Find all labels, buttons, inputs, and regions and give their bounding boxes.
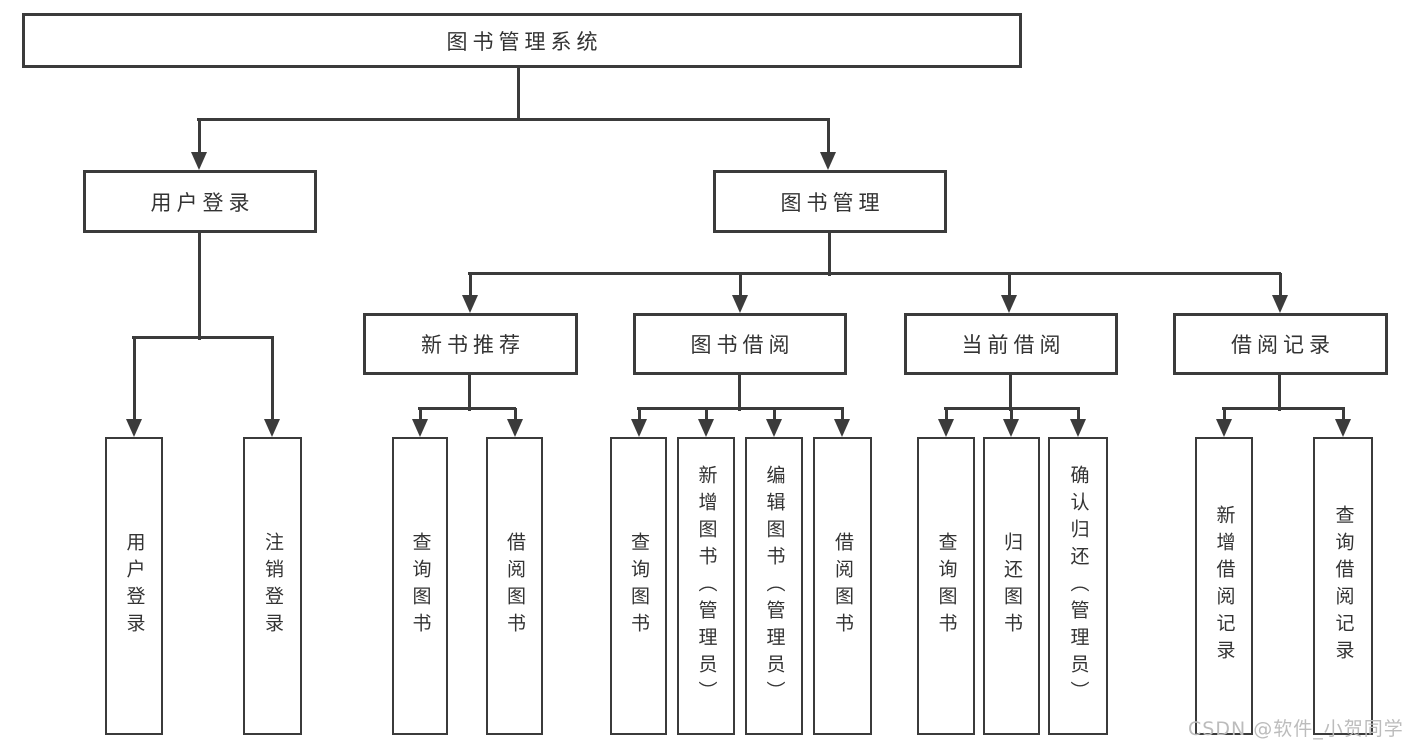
edge-arrow-stem (132, 337, 136, 423)
leaf-label: 借阅图书 (504, 532, 526, 640)
leaf-label: 查询图书 (935, 532, 958, 640)
edge-arrow-stem (197, 119, 201, 156)
edge-arrow-stem (1222, 408, 1226, 423)
edge-arrow-stem (1007, 273, 1011, 299)
node-label: 图书借阅 (690, 333, 795, 357)
edge-vertical-line (1277, 374, 1281, 411)
edge-arrow-stem (944, 408, 948, 423)
leaf-records-query-borrow-record: 查询借阅记录 (1313, 437, 1373, 735)
arrowhead-down-icon (1216, 419, 1232, 437)
leaf-current-query-books: 查询图书 (917, 437, 975, 735)
edge-arrow-stem (826, 119, 830, 156)
arrowhead-down-icon (1272, 295, 1288, 313)
node-label: 新书推荐 (421, 333, 525, 357)
leaf-label: 借阅图书 (832, 532, 854, 640)
leaf-recommend-query-books: 查询图书 (392, 437, 448, 735)
leaf-label: 新增图书（管理员） (695, 464, 718, 708)
node-borrowing-records: 借阅记录 (1173, 313, 1388, 375)
arrowhead-down-icon (264, 419, 280, 437)
node-book-management: 图书管理 (713, 170, 947, 233)
arrowhead-down-icon (698, 419, 714, 437)
edge-arrow-stem (738, 273, 742, 299)
edge-arrow-stem (1341, 408, 1345, 423)
leaf-borrowing-edit-books-admin: 编辑图书（管理员） (745, 437, 803, 735)
leaf-label: 查询借阅记录 (1332, 505, 1355, 667)
leaf-label: 编辑图书（管理员） (763, 464, 786, 708)
edge-arrow-stem (704, 408, 708, 423)
leaf-recommend-borrow-books: 借阅图书 (486, 437, 543, 735)
leaf-label: 归还图书 (1001, 532, 1023, 640)
node-label: 借阅记录 (1231, 333, 1335, 357)
leaf-logout: 注销登录 (243, 437, 302, 735)
arrowhead-down-icon (834, 419, 850, 437)
edge-arrow-stem (637, 408, 641, 423)
edge-vertical-line (737, 374, 741, 411)
arrowhead-down-icon (732, 295, 748, 313)
leaf-current-return-books: 归还图书 (983, 437, 1040, 735)
edge-arrow-stem (270, 337, 274, 423)
arrowhead-down-icon (462, 295, 478, 313)
leaf-user-login: 用户登录 (105, 437, 163, 735)
edge-vertical-line (197, 232, 201, 340)
edge-vertical-line (467, 374, 471, 411)
leaf-current-confirm-return-admin: 确认归还（管理员） (1048, 437, 1108, 735)
leaf-label: 确认归还（管理员） (1067, 464, 1090, 708)
arrowhead-down-icon (1003, 419, 1019, 437)
node-root-library-management-system: 图书管理系统 (22, 13, 1022, 68)
arrowhead-down-icon (191, 152, 207, 170)
leaf-label: 新增借阅记录 (1213, 505, 1236, 667)
node-label: 图书管理系统 (446, 29, 603, 54)
leaf-label: 查询图书 (628, 532, 650, 640)
edge-arrow-stem (1076, 408, 1080, 423)
node-label: 用户登录 (150, 190, 255, 215)
node-label: 图书管理 (780, 190, 885, 215)
arrowhead-down-icon (1070, 419, 1086, 437)
edge-vertical-line (827, 231, 831, 276)
leaf-label: 注销登录 (262, 532, 284, 640)
leaf-borrowing-query-books: 查询图书 (610, 437, 667, 735)
arrowhead-down-icon (1335, 419, 1351, 437)
node-book-borrowing: 图书借阅 (633, 313, 847, 375)
csdn-watermark: CSDN @软件_小贺同学 (1188, 718, 1404, 740)
edge-horizontal-line (197, 117, 830, 121)
arrowhead-down-icon (126, 419, 142, 437)
edge-horizontal-line (468, 271, 1281, 275)
arrowhead-down-icon (820, 152, 836, 170)
node-current-borrowing: 当前借阅 (904, 313, 1118, 375)
leaf-borrowing-borrow-books: 借阅图书 (813, 437, 872, 735)
arrowhead-down-icon (507, 419, 523, 437)
leaf-label: 用户登录 (123, 532, 146, 640)
edge-arrow-stem (772, 408, 776, 423)
edge-horizontal-line (418, 406, 516, 410)
arrowhead-down-icon (631, 419, 647, 437)
edge-arrow-stem (840, 408, 844, 423)
node-user-login: 用户登录 (83, 170, 317, 233)
edge-horizontal-line (1222, 406, 1345, 410)
leaf-records-add-borrow-record: 新增借阅记录 (1195, 437, 1253, 735)
edge-arrow-stem (513, 408, 517, 423)
edge-arrow-stem (1278, 273, 1282, 299)
edge-arrow-stem (468, 273, 472, 299)
leaf-borrowing-add-books-admin: 新增图书（管理员） (677, 437, 735, 735)
edge-arrow-stem (418, 408, 422, 423)
node-new-book-recommend: 新书推荐 (363, 313, 578, 375)
edge-arrow-stem (1009, 408, 1013, 423)
arrowhead-down-icon (412, 419, 428, 437)
arrowhead-down-icon (938, 419, 954, 437)
leaf-label: 查询图书 (409, 532, 432, 640)
edge-horizontal-line (637, 406, 844, 410)
arrowhead-down-icon (1001, 295, 1017, 313)
edge-horizontal-line (132, 335, 274, 339)
arrowhead-down-icon (766, 419, 782, 437)
edge-vertical-line (1008, 374, 1012, 411)
edge-vertical-line (516, 68, 520, 121)
node-label: 当前借阅 (961, 333, 1066, 357)
